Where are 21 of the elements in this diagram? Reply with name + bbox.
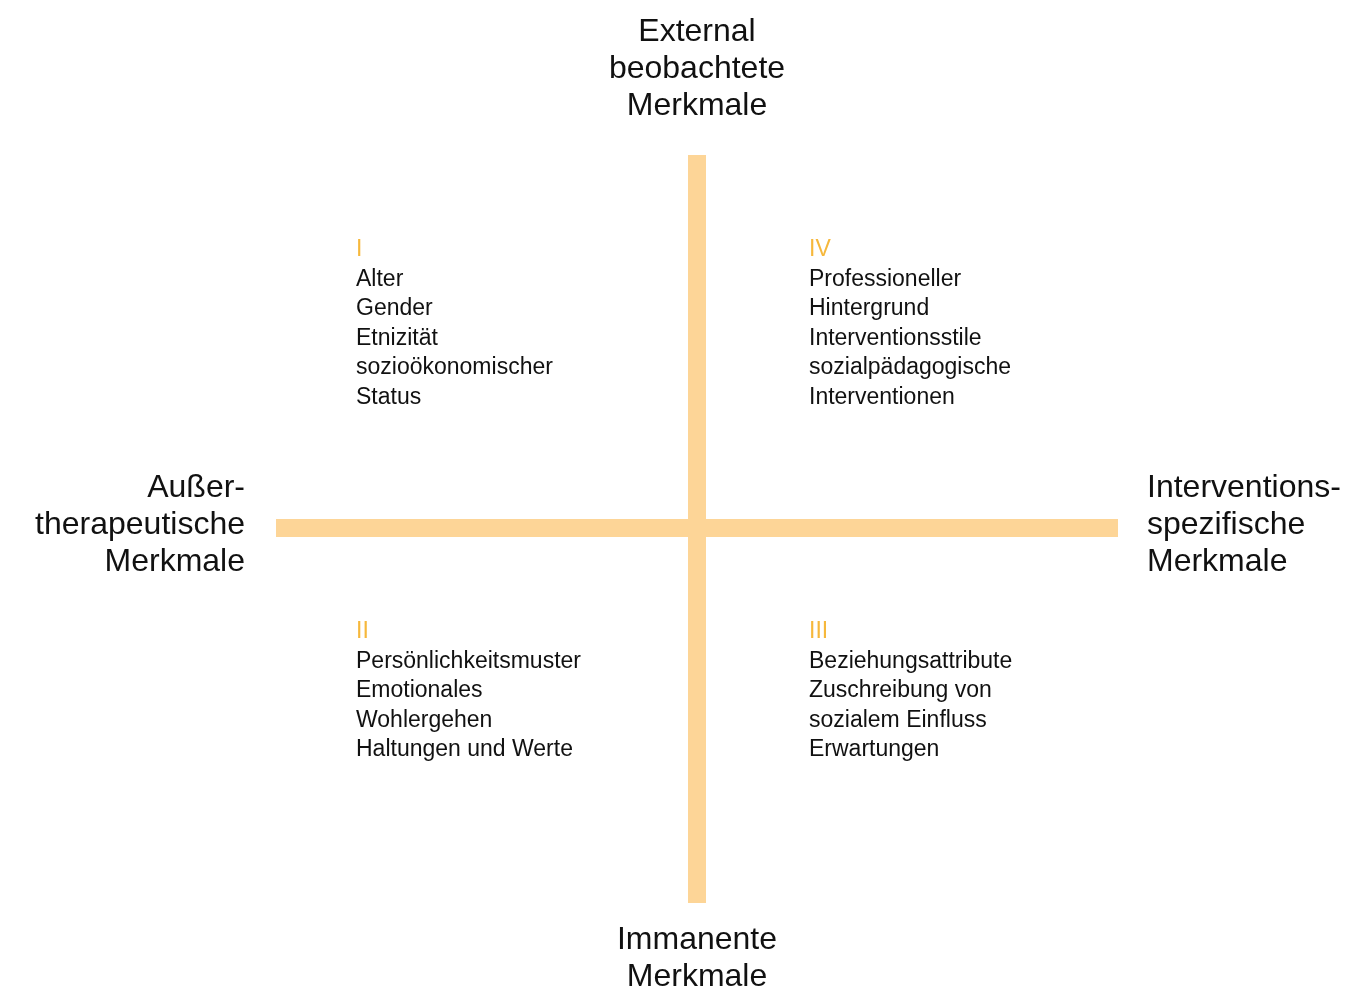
quadrant-item: Zuschreibung von sozialem Einfluss [809,675,993,734]
quadrant-item: Persönlichkeitsmuster [356,645,581,675]
quadrant-numeral: III [809,616,829,645]
quadrant-item: Alter [356,263,404,293]
quadrant-item: Erwartungen [809,734,940,763]
quadrant-item: Beziehungsattribute [809,645,1013,675]
axis-title: External beobachtete Merkmale [607,12,787,123]
quadrant-item: sozialpädagogische Interventionen [809,352,1013,411]
quadrant-numeral: I [356,234,363,263]
axis-title: Immanente Merkmale [615,920,779,990]
quadrant-item: Gender [356,293,433,322]
quadrant-numeral: IV [809,234,831,263]
quadrant-numeral: II [356,616,369,645]
quadrant-item: Professioneller Hintergrund [809,263,963,322]
quadrant-item: Haltungen und Werte [356,734,573,763]
quadrant-item: sozioökonomischer Status [356,352,554,411]
quadrant-item: Interventionsstile [809,322,982,352]
quadrant-item: Etnizität [356,322,438,352]
quadrant-item: Emotionales Wohlergehen [356,675,494,734]
axis-title: Interventions-spezifische Merkmale [1147,468,1342,579]
axis-title: Außer-therapeutische Merkmale [34,468,245,579]
